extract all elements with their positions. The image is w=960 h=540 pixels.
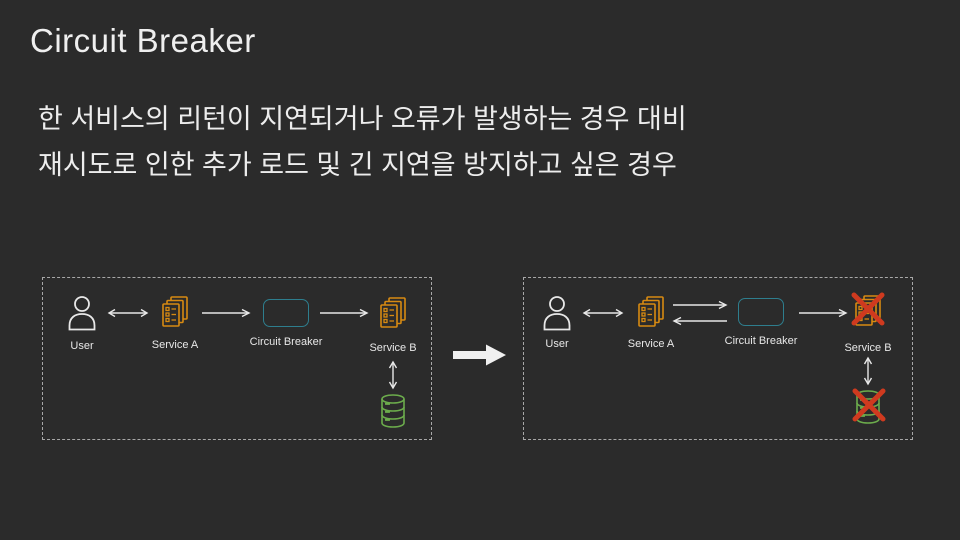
circuit-breaker-box <box>738 298 784 326</box>
arrow-cb-serviceb <box>320 308 369 318</box>
diagram-before: User Service A Circuit Breaker <box>42 277 432 440</box>
page-title: Circuit Breaker <box>30 22 256 59</box>
user-label: User <box>545 338 569 350</box>
arrow-servicea-cb-request <box>673 300 728 310</box>
arrow-servicea-cb <box>202 308 251 318</box>
body-line-1: 한 서비스의 리턴이 지연되거나 오류가 발생하는 경우 대비 <box>38 104 687 134</box>
circuit-breaker-box <box>263 299 309 327</box>
user-label: User <box>70 340 94 352</box>
body-line-2: 재시도로 인한 추가 로드 및 긴 지연을 방지하고 싶은 경우 <box>38 150 677 180</box>
transition-arrow <box>453 344 506 366</box>
slide-body-text: 한 서비스의 리턴이 지연되거나 오류가 발생하는 경우 대비 재시도로 인한 … <box>38 96 687 188</box>
service-b-failure-x-icon <box>851 292 885 326</box>
diagram-after: User Service A <box>523 277 913 440</box>
arrow-user-servicea-bidirectional <box>107 308 149 318</box>
circuit-breaker-label: Circuit Breaker <box>249 336 323 348</box>
service-b-label: Service B <box>844 342 892 354</box>
service-a-label: Service A <box>151 339 199 351</box>
service-b-label: Service B <box>369 342 417 354</box>
service-a-label: Service A <box>627 338 675 350</box>
service-a-icon <box>162 296 188 327</box>
arrow-cb-servicea-return <box>672 316 727 326</box>
user-icon <box>543 296 571 331</box>
arrow-serviceb-db-bidirectional <box>863 356 873 386</box>
arrow-user-servicea-bidirectional <box>582 308 624 318</box>
circuit-breaker-label: Circuit Breaker <box>724 335 798 347</box>
user-icon <box>68 296 96 331</box>
arrow-serviceb-db-bidirectional <box>388 360 398 390</box>
service-b-icon <box>380 297 406 328</box>
database-failure-x-icon <box>852 388 886 422</box>
service-a-icon <box>638 296 664 327</box>
arrow-cb-serviceb <box>799 308 848 318</box>
database-icon <box>381 394 405 428</box>
